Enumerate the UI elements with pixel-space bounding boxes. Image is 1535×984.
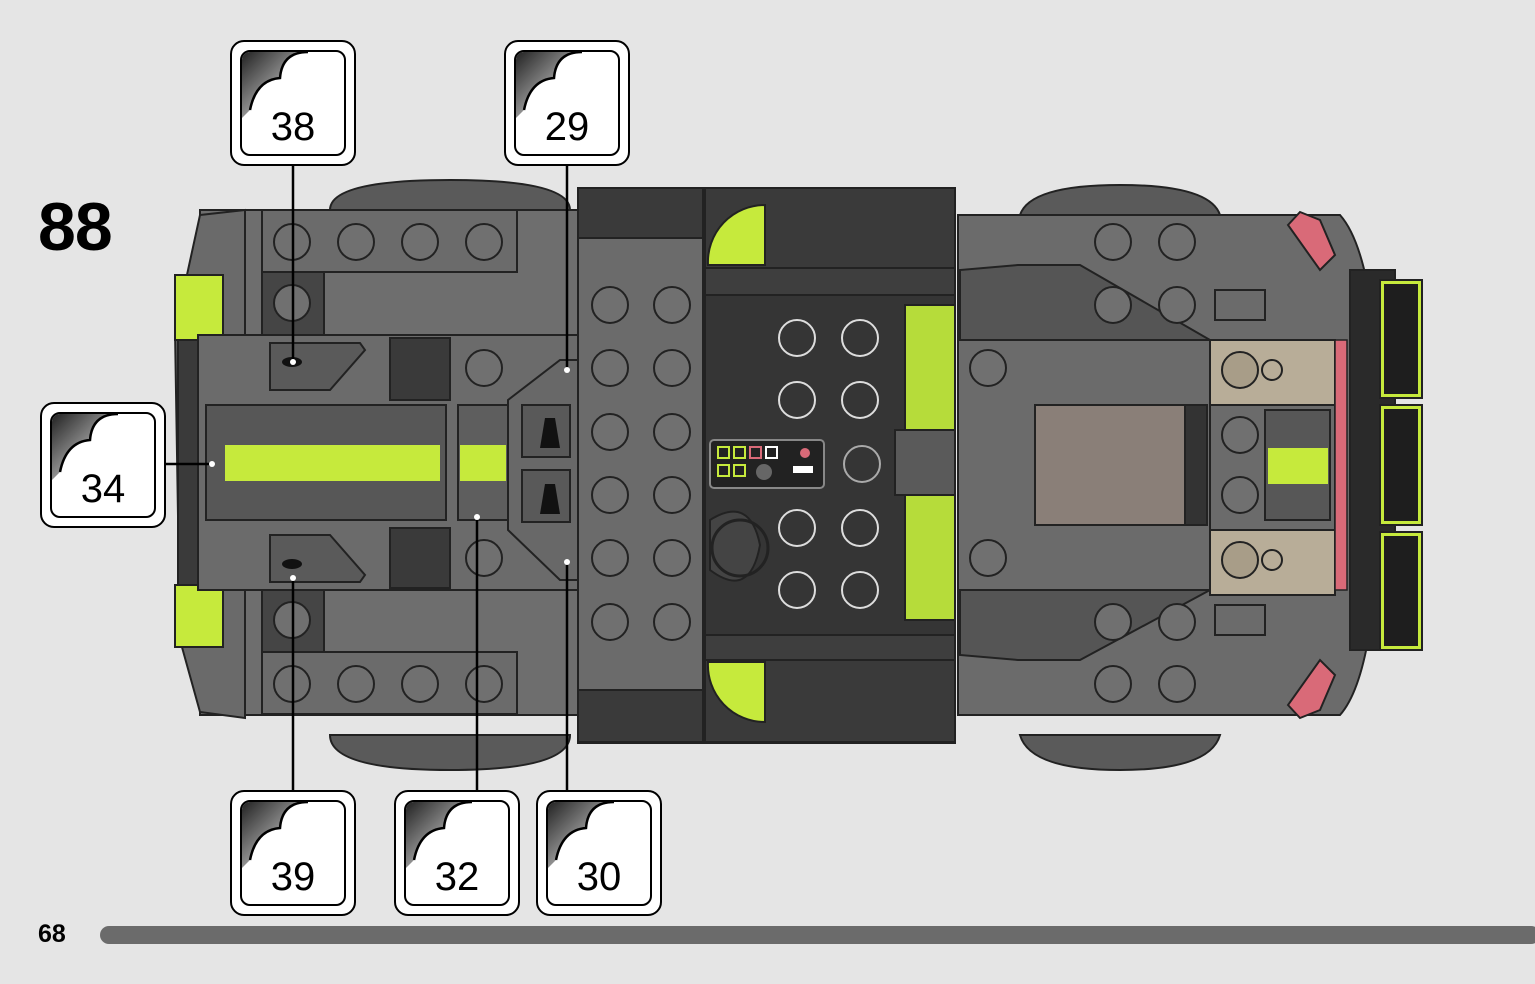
hood-dark-right <box>389 527 451 589</box>
steering-wheel <box>709 510 762 582</box>
rear-wedge-top <box>959 264 1214 341</box>
page-number: 68 <box>38 920 66 948</box>
sticker-number: 30 <box>576 855 622 899</box>
rear-wedge-bottom <box>959 589 1211 661</box>
sticker-callout-30: 30 <box>536 790 662 916</box>
rear-red-light-top <box>1286 210 1337 272</box>
front-lime-left <box>174 274 224 341</box>
cockpit-front <box>577 187 704 744</box>
front-left-tire <box>328 178 572 211</box>
rear-stripe <box>1268 448 1328 484</box>
sticker-peel-icon <box>516 52 583 118</box>
lime-quarter-top <box>706 203 766 266</box>
front-lime-right <box>174 584 224 648</box>
sticker-number: 39 <box>270 855 316 899</box>
seat-studs <box>778 319 881 609</box>
step-number: 88 <box>38 189 113 265</box>
sticker-number: 38 <box>270 105 316 149</box>
sticker-callout-32: 32 <box>394 790 520 916</box>
rear-left-tire <box>1018 183 1222 216</box>
engine-window <box>1034 404 1186 526</box>
front-studs-top <box>261 209 518 338</box>
vent-sticker-right <box>269 534 367 583</box>
rear-studs <box>969 223 1196 703</box>
front-right-tire <box>328 734 572 772</box>
progress-bar <box>100 926 1535 944</box>
hood-stripe <box>225 445 440 481</box>
sticker-number: 34 <box>80 467 126 511</box>
sticker-callout-38: 38 <box>230 40 356 166</box>
seat-lime-left <box>904 304 956 431</box>
sticker-number: 32 <box>434 855 480 899</box>
sticker-callout-34: 34 <box>40 402 166 528</box>
cockpit-front-studs <box>591 286 691 641</box>
sticker-peel-icon <box>406 802 473 868</box>
front-studs-bottom <box>261 587 518 715</box>
lime-quarter-bottom <box>706 661 766 724</box>
sticker-peel-icon <box>548 802 615 868</box>
callout-leader-lines <box>164 164 569 790</box>
sticker-peel-icon <box>242 802 309 868</box>
sticker-peel-icon <box>242 52 309 118</box>
sticker-number: 29 <box>544 105 590 149</box>
hood-dark-left <box>389 337 451 401</box>
rear-right-tire <box>1018 734 1222 772</box>
sticker-callout-39: 39 <box>230 790 356 916</box>
sticker-callout-29: 29 <box>504 40 630 166</box>
sticker-peel-icon <box>52 414 119 480</box>
seat-lime-right <box>904 494 956 621</box>
rear-red-strip <box>1334 339 1348 591</box>
rear-red-light-bottom <box>1286 658 1337 720</box>
hood-center-stripe <box>460 445 506 481</box>
